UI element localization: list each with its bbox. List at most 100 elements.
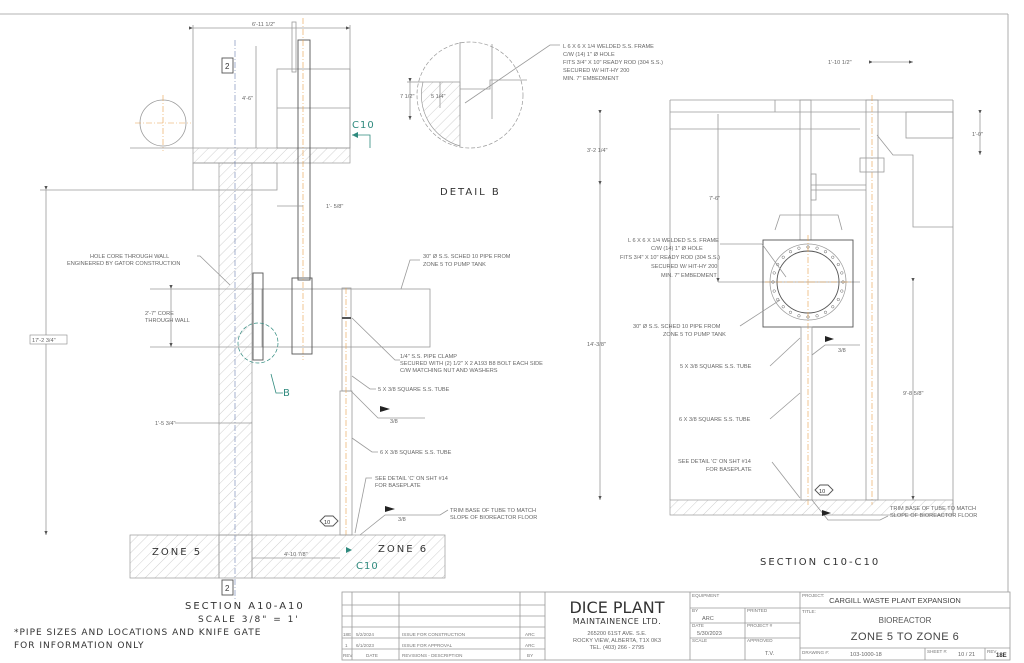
bolt-hole [840, 289, 844, 293]
bolt-hole [797, 314, 801, 318]
detail-b-dim-1: 7 1/2" [400, 94, 414, 100]
dim-core-2: THROUGH WALL [145, 318, 190, 324]
by-value: ARC [702, 616, 714, 622]
bolt-hole [788, 310, 793, 314]
hole-core-2: ENGINEERED BY GATOR CONSTRUCTION [67, 261, 180, 267]
weld-symbol: 3/8 [390, 419, 398, 425]
knife-gate-body [291, 277, 313, 355]
frame-2: C/W (14) 1" Ø HOLE [651, 246, 703, 252]
dim-b: 7'-6" [709, 196, 720, 202]
rev-date-1: 6/1/2023 [356, 643, 374, 648]
pipe-label-2: ZONE 5 TO PUMP TANK [423, 262, 486, 268]
bolt-hole [781, 255, 785, 259]
bolt-hole [836, 262, 840, 267]
see-detail-2: FOR BASEPLATE [706, 467, 752, 473]
rev-value: 18E [996, 653, 1007, 659]
clamp-3: C/W MATCHING NUT AND WASHERS [400, 368, 498, 374]
rev-0: 18E [343, 632, 351, 637]
dim-total-height: 17'-2 3/4" [32, 338, 56, 344]
flange [252, 272, 264, 361]
dim-floor: 4'-10 7/8" [284, 552, 308, 558]
dim-a: 3'-2 1/4" [587, 148, 607, 154]
section-c10-title: SECTION C10-C10 [760, 557, 880, 568]
rev-desc-1: ISSUE FOR APPROVAL [402, 643, 453, 648]
project-value: CARGILL WASTE PLANT EXPANSION [829, 596, 961, 605]
dim-c: 14'-3/8" [587, 342, 606, 348]
knife-gate-stem [297, 39, 311, 281]
rev-header-date: DATE [366, 653, 378, 658]
dim-wall: 1'-5 3/4" [155, 421, 175, 427]
drawing-label: DRAWING #: [802, 650, 829, 655]
bolt-hole [836, 297, 840, 302]
date-label: DATE [692, 623, 704, 628]
section-c10: 1'-10 1/2" 1'-0" 3'-2 1/4" 14'-3/8" 7'-6… [587, 60, 983, 568]
dim-width: 6'-11 1/2" [252, 22, 275, 28]
support-tube [800, 326, 813, 501]
printed-label: PRINTED [747, 608, 768, 613]
callout-10: 10 [324, 520, 330, 526]
section-a10-title: SECTION A10-A10 [185, 601, 305, 612]
bolt-hole [823, 310, 828, 314]
project-no-label: PROJECT # [747, 623, 773, 628]
see-detail-1: SEE DETAIL 'C' ON SHT #14 [678, 459, 751, 465]
drawing-number: 103-1000-18 [850, 652, 882, 658]
dim-d: 9'-8 5/8" [903, 391, 923, 397]
bolt-hole [831, 305, 835, 309]
by-label: BY [692, 608, 698, 613]
company-addr-1: 265200 61ST AVE. S.E. [587, 631, 647, 637]
rev-header-by: BY [527, 653, 533, 658]
bolt-hole [840, 271, 844, 275]
detail-frame-5: MIN. 7" EMBEDMENT [563, 76, 619, 82]
weld-symbol-2: 3/8 [398, 517, 406, 523]
rev-header-rev: REV [343, 653, 353, 658]
note-line-2: FOR INFORMATION ONLY [14, 641, 144, 651]
detail-b-dim-2: 5 1/4" [431, 94, 445, 100]
company-tel: TEL. (403) 266 - 2795 [590, 645, 645, 651]
equipment-label: EQUIPMENT [692, 593, 720, 598]
detail-frame-1: L 6 X 6 X 1/4 WELDED S.S. FRAME [563, 44, 654, 50]
rev-desc-0: ISSUE FOR CONSTRUCTION [402, 632, 465, 637]
tube-large-label: 6 X 3/8 SQUARE S.S. TUBE [679, 417, 751, 423]
bolt-hole [815, 314, 819, 318]
title-label: TITLE: [802, 609, 816, 614]
frame-3: FITS 3/4" X 10" READY ROD (304 S.S.) [620, 255, 720, 261]
rev-by-1: ARC [525, 643, 535, 648]
company-sub: MAINTAINENCE LTD. [573, 617, 661, 626]
section-a10-scale: SCALE 3/8" = 1' [198, 615, 300, 625]
dim-right: 1'-0" [972, 132, 983, 138]
frame-5: MIN. 7" EMBEDMENT [661, 273, 717, 279]
detail-b-ref[interactable]: B [283, 388, 291, 399]
sheet-number: 10 / 21 [958, 652, 975, 658]
bolt-hole [781, 305, 785, 309]
detail-frame-2: C/W (14) 1" Ø HOLE [563, 52, 615, 58]
sheet-label: SHEET #: [927, 649, 947, 654]
bolt-hole [815, 246, 819, 250]
bolt-hole [772, 289, 776, 293]
bolt-hole [772, 271, 776, 275]
clamp-1: 1/4" S.S. PIPE CLAMP [400, 354, 457, 360]
detail-frame-4: SECURED W/ HIT-HY 200 [563, 68, 629, 74]
zone-6-label: ZONE 6 [378, 544, 428, 555]
company-name: DICE PLANT [569, 598, 664, 617]
detail-b: 7 1/2" 5 1/4" L 6 X 6 X 1/4 WELDED S.S. … [400, 41, 663, 198]
approved-label: APPROVED [747, 638, 773, 643]
tube-small-label: 5 X 3/8 SQUARE S.S. TUBE [378, 387, 450, 393]
trim-2: SLOPE OF BIOREACTOR FLOOR [450, 515, 537, 521]
section-mark-c10[interactable]: C10 [352, 120, 375, 131]
rev-1: 1 [345, 643, 348, 648]
rev-header-desc: REVISIONS - DESCRIPTION [402, 653, 463, 658]
bolt-hole [771, 280, 775, 284]
bolt-hole [823, 250, 828, 254]
title-line-2: ZONE 5 TO ZONE 6 [851, 631, 959, 643]
date-value: 5/30/2023 [697, 631, 722, 637]
company-addr-2: ROCKY VIEW, ALBERTA, T1X 0K3 [573, 638, 661, 644]
bolt-hole [831, 255, 835, 259]
detail-b-title: DETAIL B [440, 187, 501, 198]
title-line-1: BIOREACTOR [879, 616, 932, 625]
weld-symbol: 3/8 [838, 348, 846, 354]
pipe-label-1: 30" Ø S.S. SCHED 10 PIPE FROM [423, 254, 511, 260]
bolt-hole [797, 246, 801, 250]
zone-5-label: ZONE 5 [152, 547, 202, 558]
section-mark-c10-bottom[interactable]: C10 [356, 561, 379, 572]
